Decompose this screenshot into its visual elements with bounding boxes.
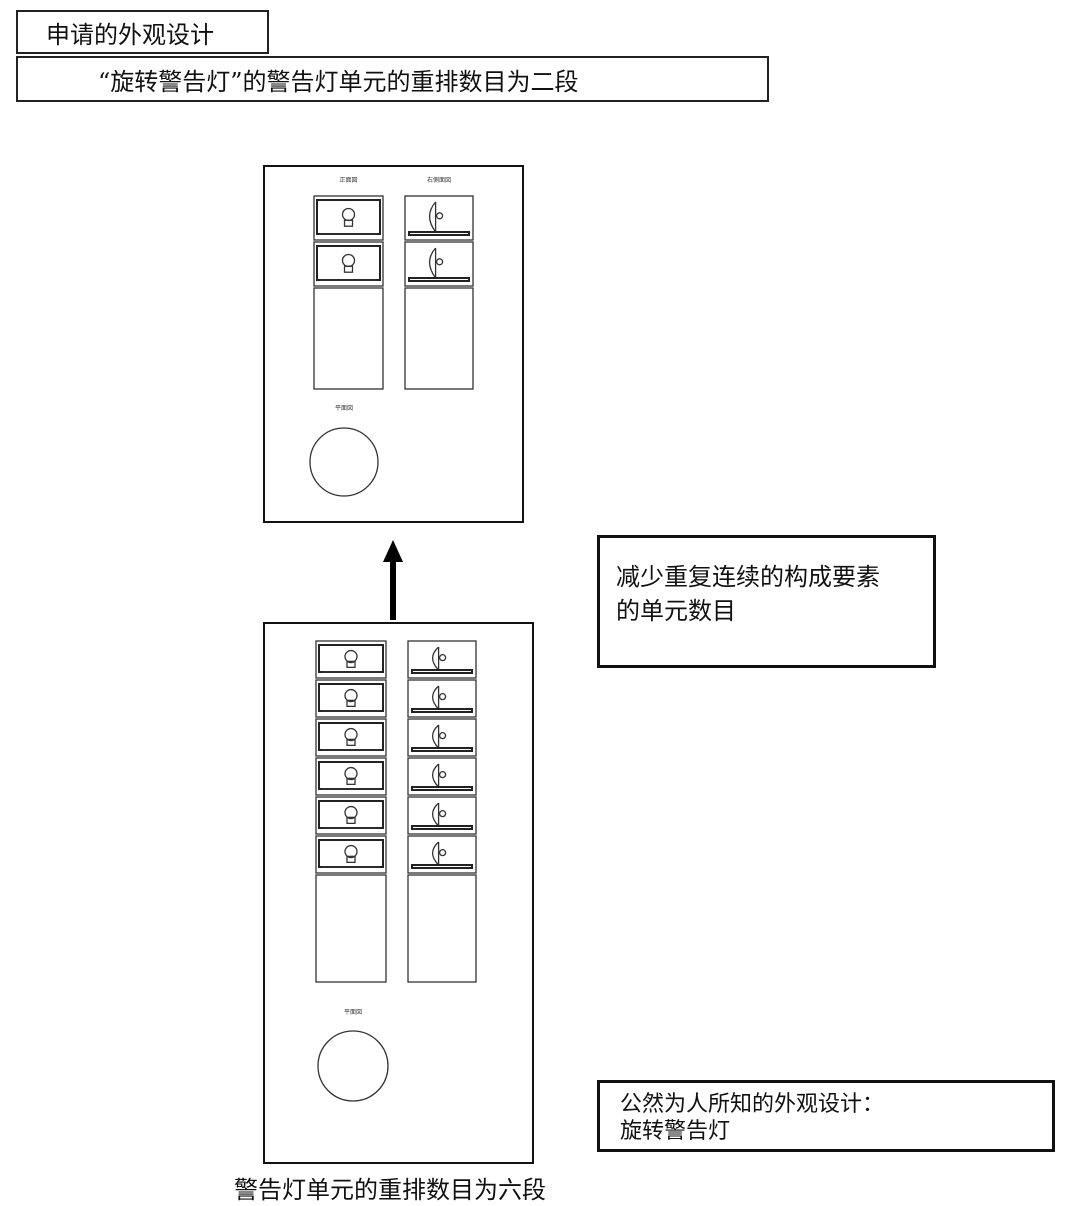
front-lamp-unit (315, 757, 387, 796)
front-lamp-unit (315, 796, 387, 835)
top-view-label: 平面図 (335, 405, 353, 412)
side-lamp-unit (407, 757, 477, 796)
front-lamp-unit (313, 195, 384, 241)
prior-design-drawing: 平面図 (315, 640, 477, 1102)
reduce-note-line-2: 的单元数目 (616, 597, 736, 625)
side-view (407, 640, 477, 983)
side-lamp-unit (407, 796, 477, 835)
side-view-label: 右側面図 (427, 176, 451, 184)
front-lamp-unit (315, 679, 387, 718)
top-view-label: 平面図 (344, 1009, 362, 1016)
applied-design-subtitle-box: “旋转警告灯”的警告灯单元的重排数目为二段 (16, 56, 769, 102)
prior-note-line-1: 公然为人所知的外观设计： (620, 1092, 885, 1117)
applied-design-figure-frame (263, 165, 524, 523)
prior-design-figure-frame (263, 622, 534, 1164)
side-lamp-unit (407, 679, 477, 718)
front-lamp-unit (313, 241, 384, 287)
side-lamp-unit (404, 195, 474, 241)
up-arrow-icon (383, 540, 403, 620)
applied-design-header: 申请的外观设计 (16, 10, 269, 54)
front-lamp-unit (315, 835, 387, 874)
front-lamp-unit (315, 640, 387, 679)
reduce-units-note: 减少重复连续的构成要素 的单元数目 (597, 535, 936, 668)
side-lamp-unit (407, 640, 477, 679)
side-lamp-unit (407, 718, 477, 757)
top-view-circle (309, 427, 379, 497)
applied-design-title: 申请的外观设计 (46, 20, 214, 49)
front-view (313, 195, 384, 390)
reduce-note-line-1: 减少重复连续的构成要素 (616, 563, 880, 591)
front-view-label: 正面図 (339, 177, 357, 184)
prior-design-caption: 警告灯单元的重排数目为六段 (234, 1176, 546, 1204)
front-view-base (313, 287, 384, 390)
side-view-base (404, 287, 474, 390)
front-view (315, 640, 387, 983)
side-view-base (407, 874, 477, 983)
top-view-circle (317, 1030, 389, 1102)
prior-design-note: 公然为人所知的外观设计： 旋转警告灯 (597, 1080, 1055, 1152)
applied-design-subtitle: “旋转警告灯”的警告灯单元的重排数目为二段 (98, 67, 579, 96)
prior-note-line-2: 旋转警告灯 (620, 1119, 731, 1144)
side-lamp-unit (407, 835, 477, 874)
side-lamp-unit (404, 241, 474, 287)
front-lamp-unit (315, 718, 387, 757)
side-view (404, 195, 474, 390)
front-view-base (315, 874, 387, 983)
